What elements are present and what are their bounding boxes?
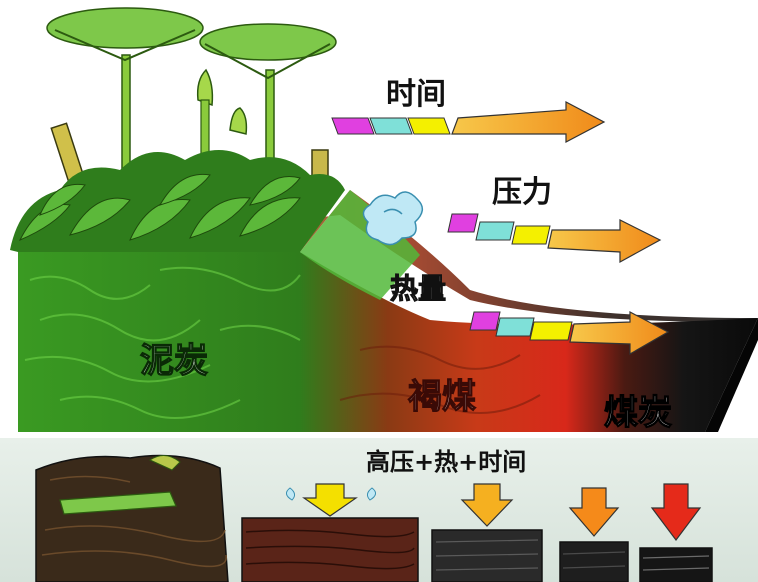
lignite-slab-illustration xyxy=(241,483,419,582)
water-splash-icon xyxy=(362,191,424,246)
vegetation-illustration xyxy=(10,7,345,252)
time-label: 时间 xyxy=(386,77,446,112)
strata-block xyxy=(18,190,758,432)
lignite-label: 褐煤 xyxy=(408,377,476,417)
heat-label: 热量 xyxy=(390,272,446,305)
coal-label: 煤炭 xyxy=(604,393,672,433)
peat-label: 泥炭 xyxy=(140,341,208,381)
pressure-label: 压力 xyxy=(492,175,552,210)
coal-slab-2-illustration xyxy=(559,487,629,582)
coal-slab-3-illustration xyxy=(639,483,713,582)
peat-sample-illustration xyxy=(35,454,229,582)
coal-slab-1-illustration xyxy=(431,483,543,582)
heat-arrow xyxy=(469,311,670,356)
bottom-caption: 高压+热+时间 xyxy=(366,448,526,476)
time-arrow xyxy=(331,101,606,143)
pressure-arrow xyxy=(447,213,662,264)
